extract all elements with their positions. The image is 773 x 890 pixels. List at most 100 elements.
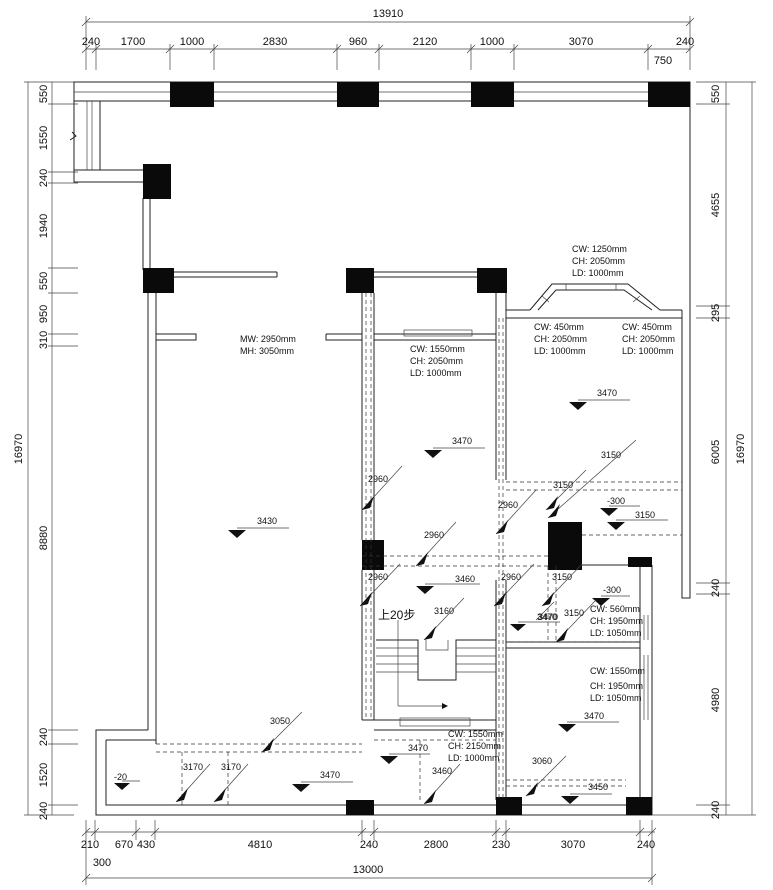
opening-width: CW: 1550mm bbox=[448, 729, 503, 739]
opening-width: CW: 1550mm bbox=[410, 344, 465, 354]
column bbox=[548, 522, 582, 570]
height-mark: 3460 bbox=[423, 763, 461, 805]
left-dim-segment: 240 bbox=[38, 169, 50, 187]
top-dim-segment: 2830 bbox=[263, 36, 287, 48]
bottom-sub-dimension: 300 bbox=[93, 857, 111, 869]
svg-text:3460: 3460 bbox=[432, 766, 452, 776]
bottom-dim-segment: 240 bbox=[360, 839, 378, 851]
top-dim-segment: 960 bbox=[349, 36, 367, 48]
opening-height: CH: 1950mm bbox=[590, 616, 643, 626]
bottom-dim-segment: 4810 bbox=[248, 839, 272, 851]
svg-text:2960: 2960 bbox=[501, 572, 521, 582]
svg-text:3470: 3470 bbox=[537, 612, 557, 622]
top-dim-segment: 3070 bbox=[569, 36, 593, 48]
opening-height: CH: 1950mm bbox=[590, 681, 643, 691]
left-dim-segment: 1550 bbox=[38, 126, 50, 150]
opening-width: CW: 560mm bbox=[590, 604, 640, 614]
svg-text:3470: 3470 bbox=[538, 612, 558, 622]
svg-text:3470: 3470 bbox=[452, 436, 472, 446]
svg-text:3470: 3470 bbox=[408, 743, 428, 753]
left-total-dimension: 16970 bbox=[13, 434, 25, 465]
svg-text:3460: 3460 bbox=[455, 574, 475, 584]
level-mark: -20 bbox=[114, 772, 140, 790]
stair-label: 上20步 bbox=[378, 608, 415, 622]
svg-text:-300: -300 bbox=[603, 585, 621, 595]
opening-width: CW: 450mm bbox=[622, 322, 672, 332]
opening-sill: LD: 1000mm bbox=[572, 268, 624, 278]
staircase: 上20步 bbox=[376, 608, 496, 709]
svg-text:3470: 3470 bbox=[320, 770, 340, 780]
column bbox=[170, 82, 214, 107]
opening-height: CH: 2050mm bbox=[572, 256, 625, 266]
svg-text:3150: 3150 bbox=[635, 510, 655, 520]
svg-text:3160: 3160 bbox=[434, 606, 454, 616]
top-total-dimension: 13910 bbox=[373, 8, 404, 20]
height-marks: 3150 2960 2960 2960 3150 2960 bbox=[175, 439, 637, 805]
svg-text:3150: 3150 bbox=[601, 450, 621, 460]
opening-sill: LD: 1000mm bbox=[622, 346, 674, 356]
column bbox=[477, 268, 507, 293]
height-mark: 3150 bbox=[545, 469, 587, 511]
level-mark: 3470 bbox=[558, 711, 619, 732]
opening-height: MH: 3050mm bbox=[240, 346, 294, 356]
height-mark: 2960 bbox=[495, 489, 537, 535]
height-mark: 3170 bbox=[175, 762, 211, 803]
height-mark: 3050 bbox=[261, 711, 303, 753]
top-dimension-chain: 13910 240 1700 1000 2830 960 2120 1000 3… bbox=[81, 8, 695, 70]
opening-sill: LD: 1050mm bbox=[590, 628, 642, 638]
svg-text:3060: 3060 bbox=[532, 756, 552, 766]
bottom-dim-segment: 240 bbox=[637, 839, 655, 851]
level-mark: 3460 bbox=[416, 574, 480, 594]
height-mark: 2960 bbox=[415, 521, 457, 567]
opening-width: MW: 2950mm bbox=[240, 334, 296, 344]
left-dim-segment: 8880 bbox=[38, 526, 50, 550]
column bbox=[143, 268, 174, 293]
bottom-dim-segment: 430 bbox=[137, 839, 155, 851]
level-mark: 3150 bbox=[607, 510, 668, 530]
top-dim-segment: 240 bbox=[82, 36, 100, 48]
column bbox=[337, 82, 379, 107]
structural-columns bbox=[143, 82, 690, 815]
svg-text:3150: 3150 bbox=[552, 572, 572, 582]
opening-sill: LD: 1050mm bbox=[590, 693, 642, 703]
level-mark: 3470 bbox=[510, 612, 560, 631]
bottom-dim-segment: 3070 bbox=[561, 839, 585, 851]
column bbox=[346, 800, 374, 815]
right-dim-segment: 4980 bbox=[710, 688, 722, 712]
svg-text:2960: 2960 bbox=[498, 500, 518, 510]
top-dim-segment: 240 bbox=[676, 36, 694, 48]
level-mark: 3430 bbox=[228, 516, 289, 538]
svg-text:3430: 3430 bbox=[257, 516, 277, 526]
left-dim-segment: 550 bbox=[38, 85, 50, 103]
height-mark: 2960 bbox=[359, 563, 401, 607]
level-marks: 3470 3470 3430 3150 -300 3460 bbox=[114, 388, 668, 804]
right-dimension-chain: 550 4655 295 6005 240 4980 240 16970 bbox=[650, 81, 756, 819]
left-dim-segment: 550 bbox=[38, 272, 50, 290]
opening-height: CH: 2050mm bbox=[534, 334, 587, 344]
right-dim-segment: 6005 bbox=[710, 440, 722, 464]
left-dimension-chain: 16970 550 1550 240 1940 550 950 310 8880… bbox=[13, 81, 78, 820]
column bbox=[496, 797, 522, 815]
left-dim-segment: 240 bbox=[38, 802, 50, 820]
right-dim-segment: 550 bbox=[710, 85, 722, 103]
top-sub-dimension: 750 bbox=[654, 55, 672, 67]
height-mark: 3160 bbox=[423, 597, 465, 641]
svg-text:3470: 3470 bbox=[597, 388, 617, 398]
svg-text:3450: 3450 bbox=[588, 782, 608, 792]
height-mark: 3150 bbox=[555, 599, 597, 643]
left-dim-segment: 1940 bbox=[38, 214, 50, 238]
height-mark: 2960 bbox=[493, 563, 535, 607]
svg-text:3150: 3150 bbox=[553, 480, 573, 490]
left-dim-segment: 1520 bbox=[38, 763, 50, 787]
svg-text:-300: -300 bbox=[607, 496, 625, 506]
column bbox=[143, 164, 171, 199]
level-mark: 3450 bbox=[561, 782, 612, 804]
left-dim-segment: 310 bbox=[38, 331, 50, 349]
column bbox=[626, 797, 652, 815]
height-mark: 3470 bbox=[535, 601, 558, 622]
column bbox=[628, 557, 652, 567]
bottom-dim-segment: 2800 bbox=[424, 839, 448, 851]
opening-width: CW: 1550mm bbox=[590, 666, 645, 676]
right-dim-segment: 4655 bbox=[710, 193, 722, 217]
